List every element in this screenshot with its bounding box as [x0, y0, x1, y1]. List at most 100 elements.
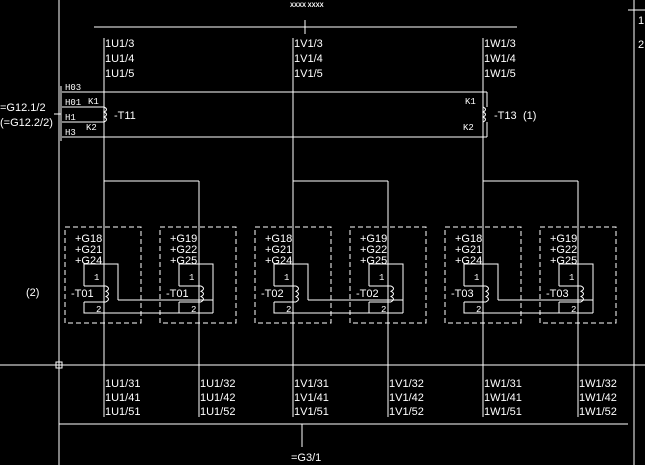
group-label: +G22: [170, 244, 197, 256]
terminal-label: 1W1/52: [579, 406, 617, 418]
transformer-label: -T02: [261, 288, 284, 300]
module-enclosure: [444, 226, 522, 324]
transformer-label: -T03: [546, 288, 569, 300]
transformer-label: -T01: [166, 288, 189, 300]
h-label: H03: [65, 83, 81, 93]
terminal-label: 1U1/31: [105, 378, 140, 390]
terminal-label: 1W1/41: [484, 392, 522, 404]
terminal-label: 1W1/4: [484, 53, 516, 65]
coil-icon: [199, 285, 204, 303]
group-label: +G21: [265, 244, 292, 256]
terminal-number: 1: [284, 273, 289, 283]
coil-t11-icon: [102, 106, 107, 123]
terminal-number: 1: [379, 273, 384, 283]
terminal-label: 1U1/3: [105, 38, 134, 50]
terminal-label: 1V1/51: [294, 406, 329, 418]
terminal-label: 1V1/32: [389, 378, 424, 390]
terminal-label: 1U1/51: [105, 406, 140, 418]
group-label: +G22: [550, 244, 577, 256]
transformer-label: -T01: [71, 288, 94, 300]
winding-wire: [83, 263, 119, 300]
terminal-label: 1V1/42: [389, 392, 424, 404]
winding-wire: [273, 263, 309, 300]
coil-icon: [579, 285, 584, 303]
terminal-label: 1V1/41: [294, 392, 329, 404]
terminal-label: 1W1/31: [484, 378, 522, 390]
group-label: +G19: [550, 233, 577, 245]
drawing-title: XXXX XXXX: [290, 3, 324, 9]
winding-wire: [368, 302, 403, 314]
terminal-label: 1U1/41: [105, 392, 140, 404]
transformer-label: -T13: [494, 110, 517, 122]
terminal-number: 2: [476, 305, 481, 315]
coil-icon: [484, 285, 489, 303]
winding-wire: [463, 263, 499, 300]
group-label: +G18: [75, 233, 102, 245]
k-label: K1: [88, 97, 99, 107]
group-label: +G21: [455, 244, 482, 256]
coil-icon: [104, 285, 109, 303]
ct-box: [54, 86, 488, 141]
terminal-label: 1W1/51: [484, 406, 522, 418]
group-label: +G25: [360, 255, 387, 267]
terminal-label: 1U1/5: [105, 68, 134, 80]
winding-wire: [83, 302, 118, 314]
winding-wire: [558, 263, 594, 313]
terminal-number: 1: [94, 273, 99, 283]
terminal-label: 1U1/4: [105, 53, 134, 65]
terminal-label: 1V1/52: [389, 406, 424, 418]
h-label: H01: [65, 98, 81, 108]
bottom-ref: =G3/1: [291, 452, 321, 464]
terminal-label: 1U1/42: [200, 392, 235, 404]
right-edge-label: 1: [638, 15, 644, 27]
module-enclosure: [254, 226, 332, 324]
left-ref: (=G12.2/2): [0, 117, 53, 129]
group-label: +G25: [170, 255, 197, 267]
transformer-label: -T11: [114, 110, 136, 122]
k-label: K1: [465, 97, 476, 107]
terminal-label: 1W1/42: [579, 392, 617, 404]
winding-wire: [178, 302, 213, 314]
terminal-number: 1: [569, 273, 574, 283]
winding-wire: [558, 302, 593, 314]
terminal-label: 1V1/4: [294, 53, 323, 65]
group-label: +G19: [170, 233, 197, 245]
transformer-note: (1): [523, 110, 536, 122]
group-label: +G22: [360, 244, 387, 256]
module-enclosure: [539, 226, 617, 324]
coil-t13-icon: [481, 106, 486, 123]
crosshair-cursor-icon[interactable]: [55, 361, 63, 369]
terminal-number: 1: [474, 273, 479, 283]
winding-wire: [178, 263, 214, 313]
terminal-label: 1W1/32: [579, 378, 617, 390]
terminal-label: 1W1/5: [484, 68, 516, 80]
module-row-note: (2): [26, 287, 39, 299]
coil-icon: [294, 285, 299, 303]
k-label: K2: [86, 123, 97, 133]
left-ref: =G12.1/2: [0, 102, 46, 114]
transformer-label: -T02: [356, 288, 379, 300]
terminal-number: 1: [189, 273, 194, 283]
module-enclosure: [349, 226, 427, 324]
winding-wire: [463, 302, 498, 314]
module-enclosure: [159, 226, 237, 324]
terminal-number: 2: [381, 305, 386, 315]
group-label: +G24: [455, 255, 482, 267]
group-label: +G18: [455, 233, 482, 245]
terminal-label: 1V1/31: [294, 378, 329, 390]
group-label: +G24: [75, 255, 102, 267]
terminal-number: 2: [191, 305, 196, 315]
coil-icon: [389, 285, 394, 303]
terminal-number: 2: [571, 305, 576, 315]
h-label: H1: [65, 113, 76, 123]
winding-wire: [273, 302, 308, 314]
terminal-label: 1W1/3: [484, 38, 516, 50]
terminal-label: 1U1/32: [200, 378, 235, 390]
